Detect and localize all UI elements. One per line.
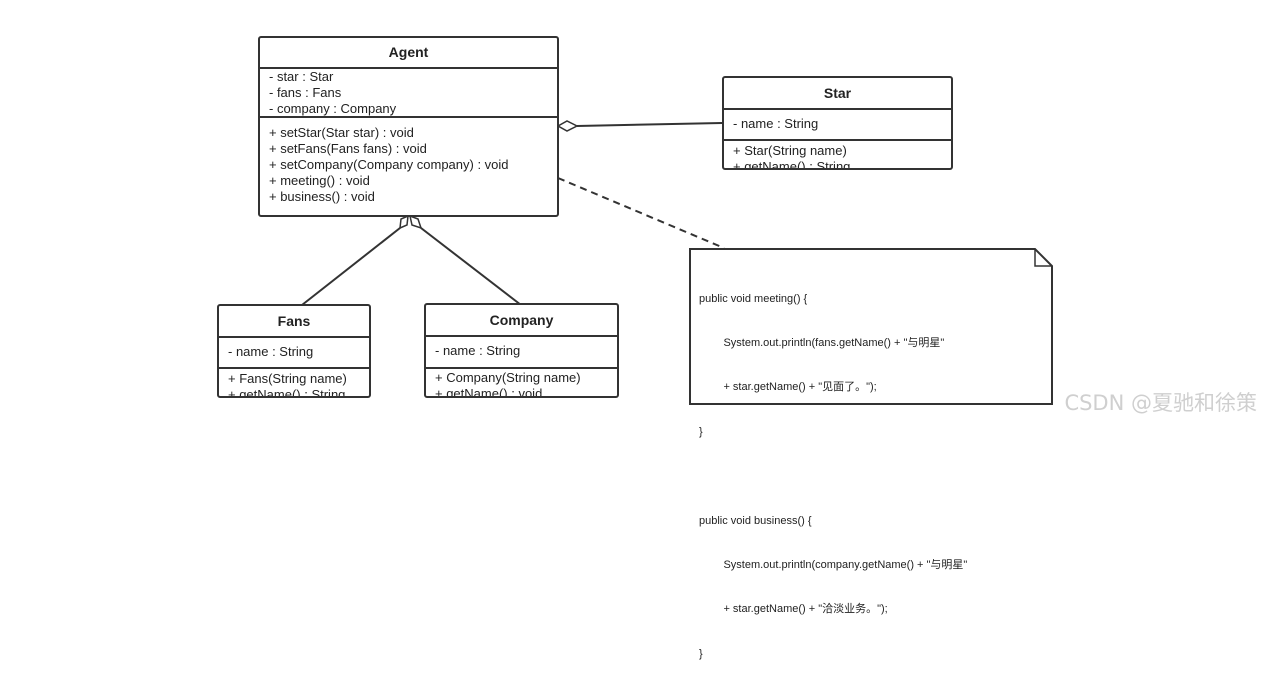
- note-line: public void meeting() {: [699, 292, 808, 305]
- attribute: - name : String: [228, 344, 314, 359]
- class-agent-title: Agent: [260, 38, 557, 69]
- method: + Fans(String name): [228, 371, 347, 386]
- class-fans[interactable]: Fans - name : String + Fans(String name)…: [217, 304, 371, 398]
- method: + setStar(Star star) : void: [269, 125, 414, 140]
- note-line: + star.getName() + "见面了。");: [699, 381, 877, 394]
- note-line: public void business() {: [699, 514, 812, 527]
- agent-star-association: [576, 122, 723, 127]
- watermark: CSDN @夏驰和徐策: [1064, 391, 1257, 415]
- attribute: - fans : Fans: [269, 85, 342, 100]
- agent-company-aggregation-diamond: [408, 214, 423, 230]
- code-note[interactable]: public void meeting() { System.out.print…: [689, 248, 1053, 660]
- agent-star-aggregation-diamond: [556, 120, 579, 132]
- note-line: [699, 469, 967, 484]
- attribute: - company : Company: [269, 101, 397, 116]
- method: + Company(String name): [435, 370, 581, 385]
- note-line: System.out.println(fans.getName() + "与明星…: [699, 336, 945, 349]
- agent-company-association: [420, 227, 522, 306]
- agent-fans-aggregation-diamond: [399, 214, 409, 230]
- attribute: - name : String: [733, 116, 819, 131]
- note-line: }: [699, 647, 703, 660]
- class-star-title: Star: [724, 78, 951, 110]
- connectors: [301, 120, 725, 306]
- class-star[interactable]: Star - name : String + Star(String name)…: [722, 76, 953, 170]
- class-star-methods: + Star(String name) + getName() : String: [724, 139, 951, 170]
- agent-note-link: [557, 177, 725, 249]
- class-agent-attributes: - star : Star - fans : Fans - company : …: [260, 69, 557, 116]
- class-fans-attributes: - name : String: [219, 338, 369, 367]
- note-shape: [689, 248, 1053, 405]
- note-line: System.out.println(company.getName() + "…: [699, 558, 968, 571]
- method: + meeting() : void: [269, 173, 370, 188]
- method: + Star(String name): [733, 143, 847, 158]
- method: + getName() : String: [733, 159, 851, 170]
- class-company-attributes: - name : String: [426, 337, 617, 367]
- class-agent-methods: + setStar(Star star) : void + setFans(Fa…: [260, 116, 557, 207]
- attribute: - star : Star: [269, 69, 334, 84]
- method: + setFans(Fans fans) : void: [269, 141, 427, 156]
- attribute: - name : String: [435, 343, 521, 358]
- class-company-title: Company: [426, 305, 617, 337]
- agent-fans-association: [301, 227, 401, 306]
- note-line: + star.getName() + "洽淡业务。");: [699, 603, 888, 616]
- note-line: }: [699, 425, 703, 438]
- method: + getName() : void: [435, 386, 543, 398]
- method: + business() : void: [269, 189, 375, 204]
- class-company[interactable]: Company - name : String + Company(String…: [424, 303, 619, 398]
- method: + getName() : String: [228, 387, 346, 398]
- method: + setCompany(Company company) : void: [269, 157, 509, 172]
- note-code: public void meeting() { System.out.print…: [699, 262, 967, 691]
- class-fans-methods: + Fans(String name) + getName() : String: [219, 367, 369, 398]
- class-star-attributes: - name : String: [724, 110, 951, 139]
- class-company-methods: + Company(String name) + getName() : voi…: [426, 367, 617, 398]
- class-fans-title: Fans: [219, 306, 369, 338]
- class-agent[interactable]: Agent - star : Star - fans : Fans - comp…: [258, 36, 559, 217]
